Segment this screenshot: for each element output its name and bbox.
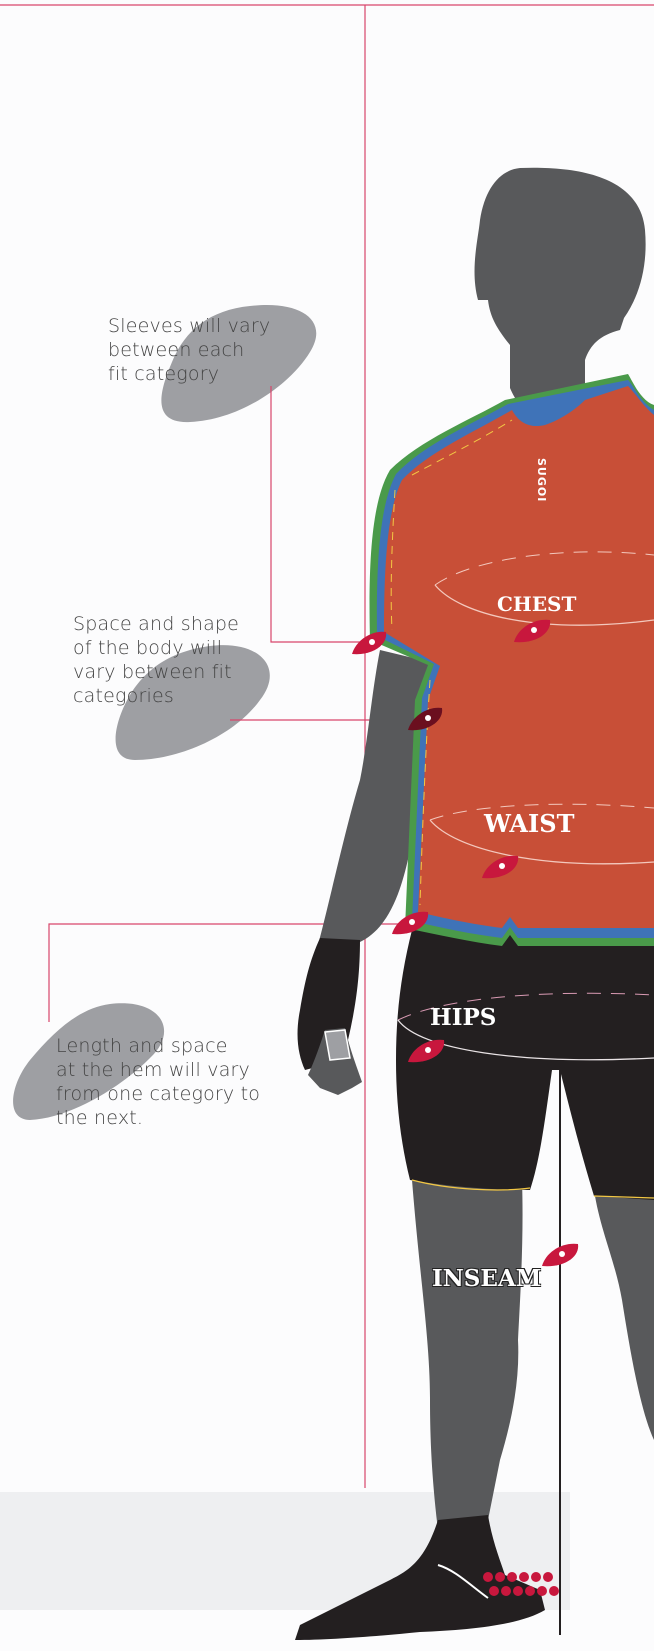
note-hem-line: the next. <box>56 1106 260 1130</box>
leg-front <box>412 1180 523 1530</box>
label-inseam: INSEAM <box>432 1265 541 1292</box>
glove-tab <box>325 1030 350 1060</box>
note-body: Space and shape of the body will vary be… <box>73 612 239 708</box>
note-sleeves-line: fit category <box>108 362 270 386</box>
note-body-line: of the body will <box>73 636 239 660</box>
note-body-line: vary between fit <box>73 660 239 684</box>
note-sleeves: Sleeves will vary between each fit categ… <box>108 314 270 386</box>
label-waist: WAIST <box>484 809 574 838</box>
note-hem-line: at the hem will vary <box>56 1058 260 1082</box>
jersey-brand-logo: SUGOI <box>535 458 548 502</box>
marker-inseam <box>542 1244 578 1266</box>
note-sleeves-line: between each <box>108 338 270 362</box>
note-body-line: Space and shape <box>73 612 239 636</box>
shorts <box>396 930 654 1200</box>
note-hem-line: Length and space <box>56 1034 260 1058</box>
label-hips: HIPS <box>430 1004 496 1031</box>
note-sleeves-line: Sleeves will vary <box>108 314 270 338</box>
leg-back <box>594 1190 654 1440</box>
note-hem-line: from one category to <box>56 1082 260 1106</box>
note-hem: Length and space at the hem will vary fr… <box>56 1034 260 1130</box>
note-body-line: categories <box>73 684 239 708</box>
label-chest: CHEST <box>497 592 576 616</box>
connector-sleeves <box>271 386 368 642</box>
